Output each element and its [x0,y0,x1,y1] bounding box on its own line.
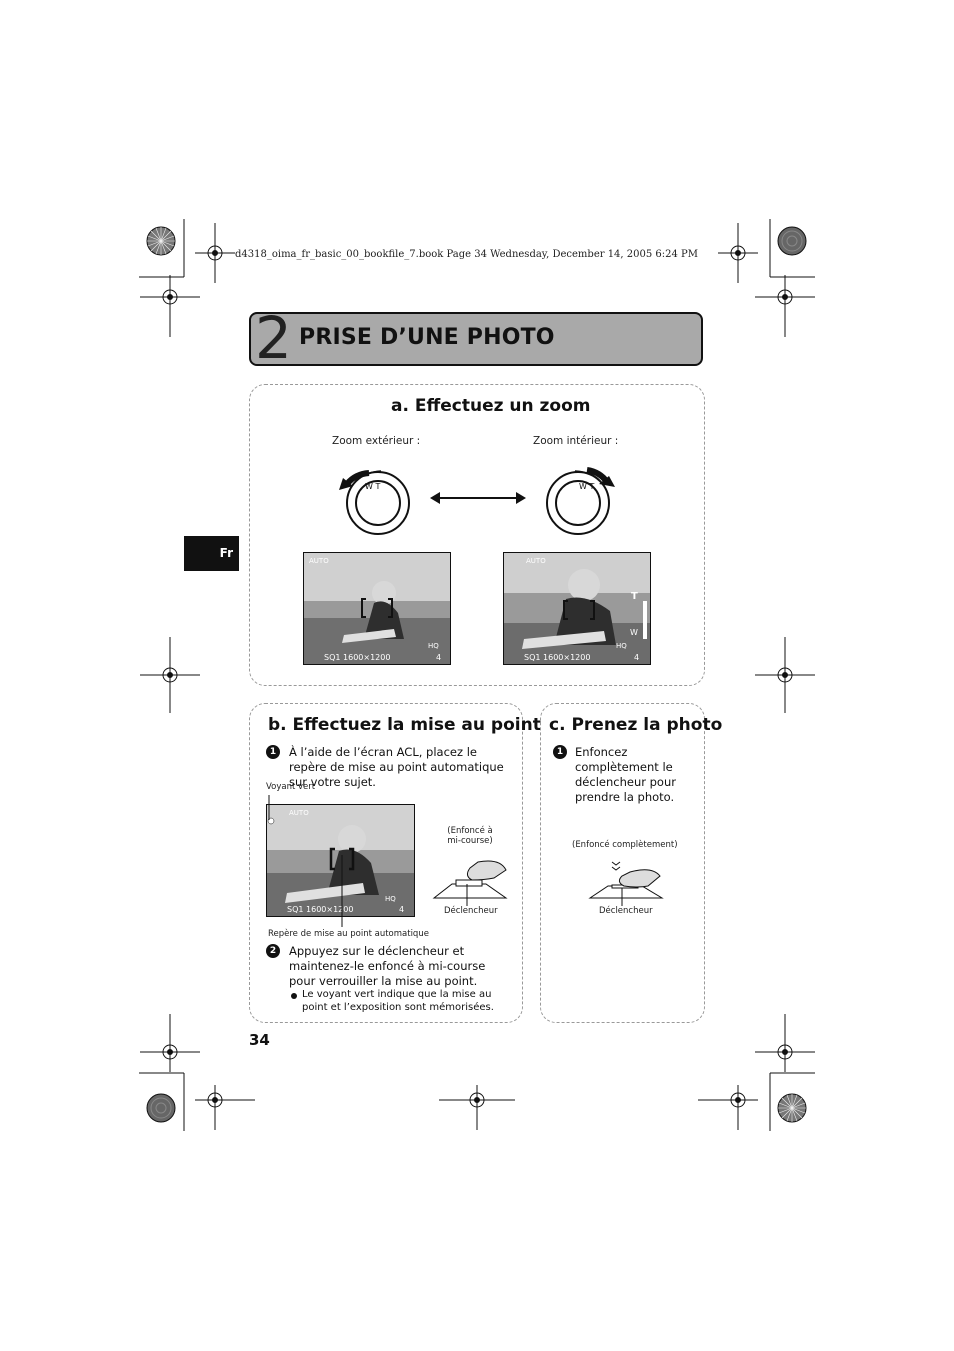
crosshair-mark [755,1014,815,1072]
crosshair-mark [140,637,200,713]
shutter-callout-line [621,888,623,906]
step-number: 1 [266,745,280,759]
photo-subject-illustration: AUTO T W HQ 4 SQ1 1600×1200 [504,553,650,664]
crosshair-mark [755,637,815,713]
chapter-title-bar [249,312,703,366]
bullet-dot [291,993,297,999]
section-c-box [540,703,705,1023]
af-mark-label: Repère de mise au point automatique [268,929,429,939]
zoom-in-dial-icon: W T [546,467,615,535]
svg-text:W T: W T [365,482,380,491]
zoom-out-label: Zoom extérieur : [332,435,421,447]
quality-indicator: HQ [385,895,396,903]
callout-lines [268,795,343,927]
step-number: 1 [553,745,567,759]
quality-indicator: HQ [616,642,627,650]
shutter-half-press-icon [432,860,508,899]
full-press-label: (Enfoncé complètement) [572,840,678,850]
zoom-wide-label: W [630,628,638,637]
half-press-label: (Enfoncé à mi-course) [447,826,493,846]
bullet-text: Le voyant vert indique que la mise au po… [302,989,494,1013]
shutter-callout-line [466,884,468,906]
quality-indicator: HQ [428,642,439,650]
crosshair-mark [439,1085,515,1130]
lcd-screen-focus: AUTO HQ 4 SQ1 1600×1200 [266,804,415,917]
green-lamp-label: Voyant vert [266,782,316,792]
crosshair-mark [140,1014,200,1072]
image-size-info: SQ1 1600×1200 [524,653,590,662]
crosshair-mark [195,223,235,283]
shots-remaining: 4 [436,653,441,662]
starburst-mark [146,1093,176,1123]
photo-subject-illustration: AUTO HQ 4 SQ1 1600×1200 [304,553,450,664]
section-b-heading: b. Effectuez la mise au point [268,715,541,735]
lcd-screen-wide: AUTO HQ 4 SQ1 1600×1200 [303,552,451,665]
section-c-heading: c. Prenez la photo [549,715,723,735]
crosshair-mark [755,275,815,337]
svg-text:W T: W T [579,482,594,491]
image-size-info: SQ1 1600×1200 [324,653,390,662]
step1-text: À l’aide de l’écran ACL, placez le repèr… [289,745,504,789]
starburst-mark [146,226,176,256]
shots-remaining: 4 [399,905,404,914]
double-arrow-icon [430,492,526,504]
step-number: 2 [266,944,280,958]
section-b-box [249,703,523,1023]
crosshair-mark [140,275,200,337]
chapter-title: PRISE D’UNE PHOTO [299,325,555,350]
image-size-info: SQ1 1600×1200 [287,905,353,914]
chapter-number: 2 [255,304,292,372]
mode-badge: AUTO [526,557,546,565]
crosshair-mark [195,1085,255,1130]
shutter-label-c: Déclencheur [599,906,653,916]
crosshair-mark [718,223,758,283]
crosshair-mark [698,1085,758,1130]
step2-text: Appuyez sur le déclencheur et maintenez-… [289,944,486,988]
page-number: 34 [249,1031,270,1049]
section-a-heading: a. Effectuez un zoom [391,396,591,416]
mode-badge: AUTO [289,809,309,817]
zoom-out-dial-icon: W T [339,470,410,535]
lcd-screen-tele: AUTO T W HQ 4 SQ1 1600×1200 [503,552,651,665]
section-a-box [249,384,705,686]
printer-info-line: d4318_oima_fr_basic_00_bookfile_7.book P… [235,249,699,260]
shutter-label-b: Déclencheur [444,906,498,916]
zoom-in-label: Zoom intérieur : [533,435,619,447]
zoom-tele-label: T [631,591,638,602]
starburst-mark [777,1093,807,1123]
starburst-mark [777,226,807,256]
mode-badge: AUTO [309,557,329,565]
step1-text-c: Enfoncez complètement le déclencheur pou… [575,745,676,804]
shots-remaining: 4 [634,653,639,662]
shutter-full-press-icon [588,861,664,899]
photo-subject-illustration: AUTO HQ 4 SQ1 1600×1200 [267,805,414,916]
language-tab: Fr [184,536,239,571]
